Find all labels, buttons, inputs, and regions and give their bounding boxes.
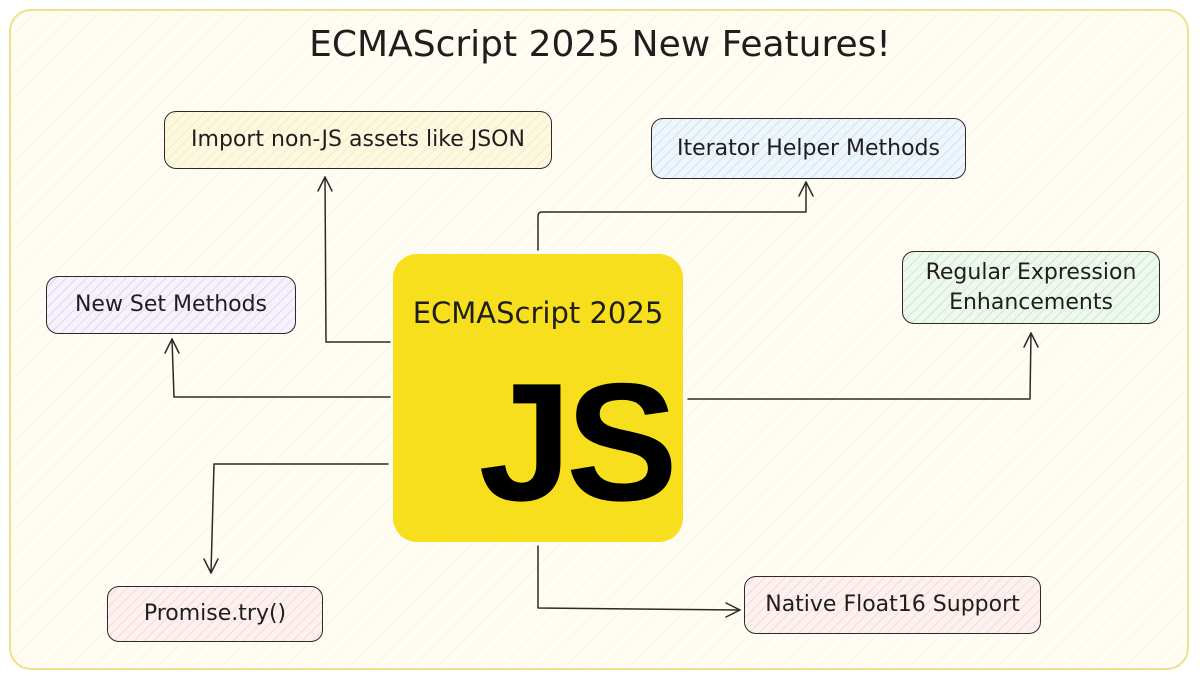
feature-promise-try-label: Promise.try() — [143, 601, 287, 626]
arrowhead-promise-try — [203, 558, 219, 574]
feature-import-assets-label: Import non-JS assets like JSON — [191, 127, 525, 152]
connector-float16 — [537, 545, 741, 611]
feature-float16-label: Native Float16 Support — [765, 592, 1020, 617]
diagram-title: ECMAScript 2025 New Features! — [309, 24, 891, 65]
connector-set-methods — [171, 338, 391, 398]
feature-set-methods-label: New Set Methods — [74, 292, 268, 317]
arrowhead-import-assets — [317, 176, 333, 192]
arrowhead-iterator-helpers — [798, 181, 814, 197]
connector-iterator-helpers — [537, 181, 807, 251]
feature-set-methods: New Set Methods — [46, 276, 296, 334]
center-label: ECMAScript 2025 — [412, 296, 664, 330]
feature-regex-label-line2: Enhancements — [949, 289, 1113, 315]
feature-promise-try: Promise.try() — [107, 586, 323, 642]
connector-promise-try — [210, 463, 389, 574]
arrowhead-regex — [1023, 332, 1039, 348]
arrowhead-float16 — [725, 602, 741, 618]
connector-regex — [687, 332, 1032, 400]
feature-regex: Regular Expression Enhancements — [902, 251, 1160, 324]
arrowhead-set-methods — [164, 338, 180, 354]
feature-regex-label-line1: Regular Expression — [925, 259, 1137, 285]
js-logo-text: JS — [478, 348, 679, 536]
js-logo-box — [393, 254, 683, 542]
feature-iterator-helpers-label: Iterator Helper Methods — [676, 135, 940, 161]
connector-import-assets — [324, 176, 391, 343]
feature-iterator-helpers: Iterator Helper Methods — [651, 118, 966, 179]
feature-float16: Native Float16 Support — [744, 576, 1041, 634]
feature-import-assets: Import non-JS assets like JSON — [164, 111, 552, 169]
